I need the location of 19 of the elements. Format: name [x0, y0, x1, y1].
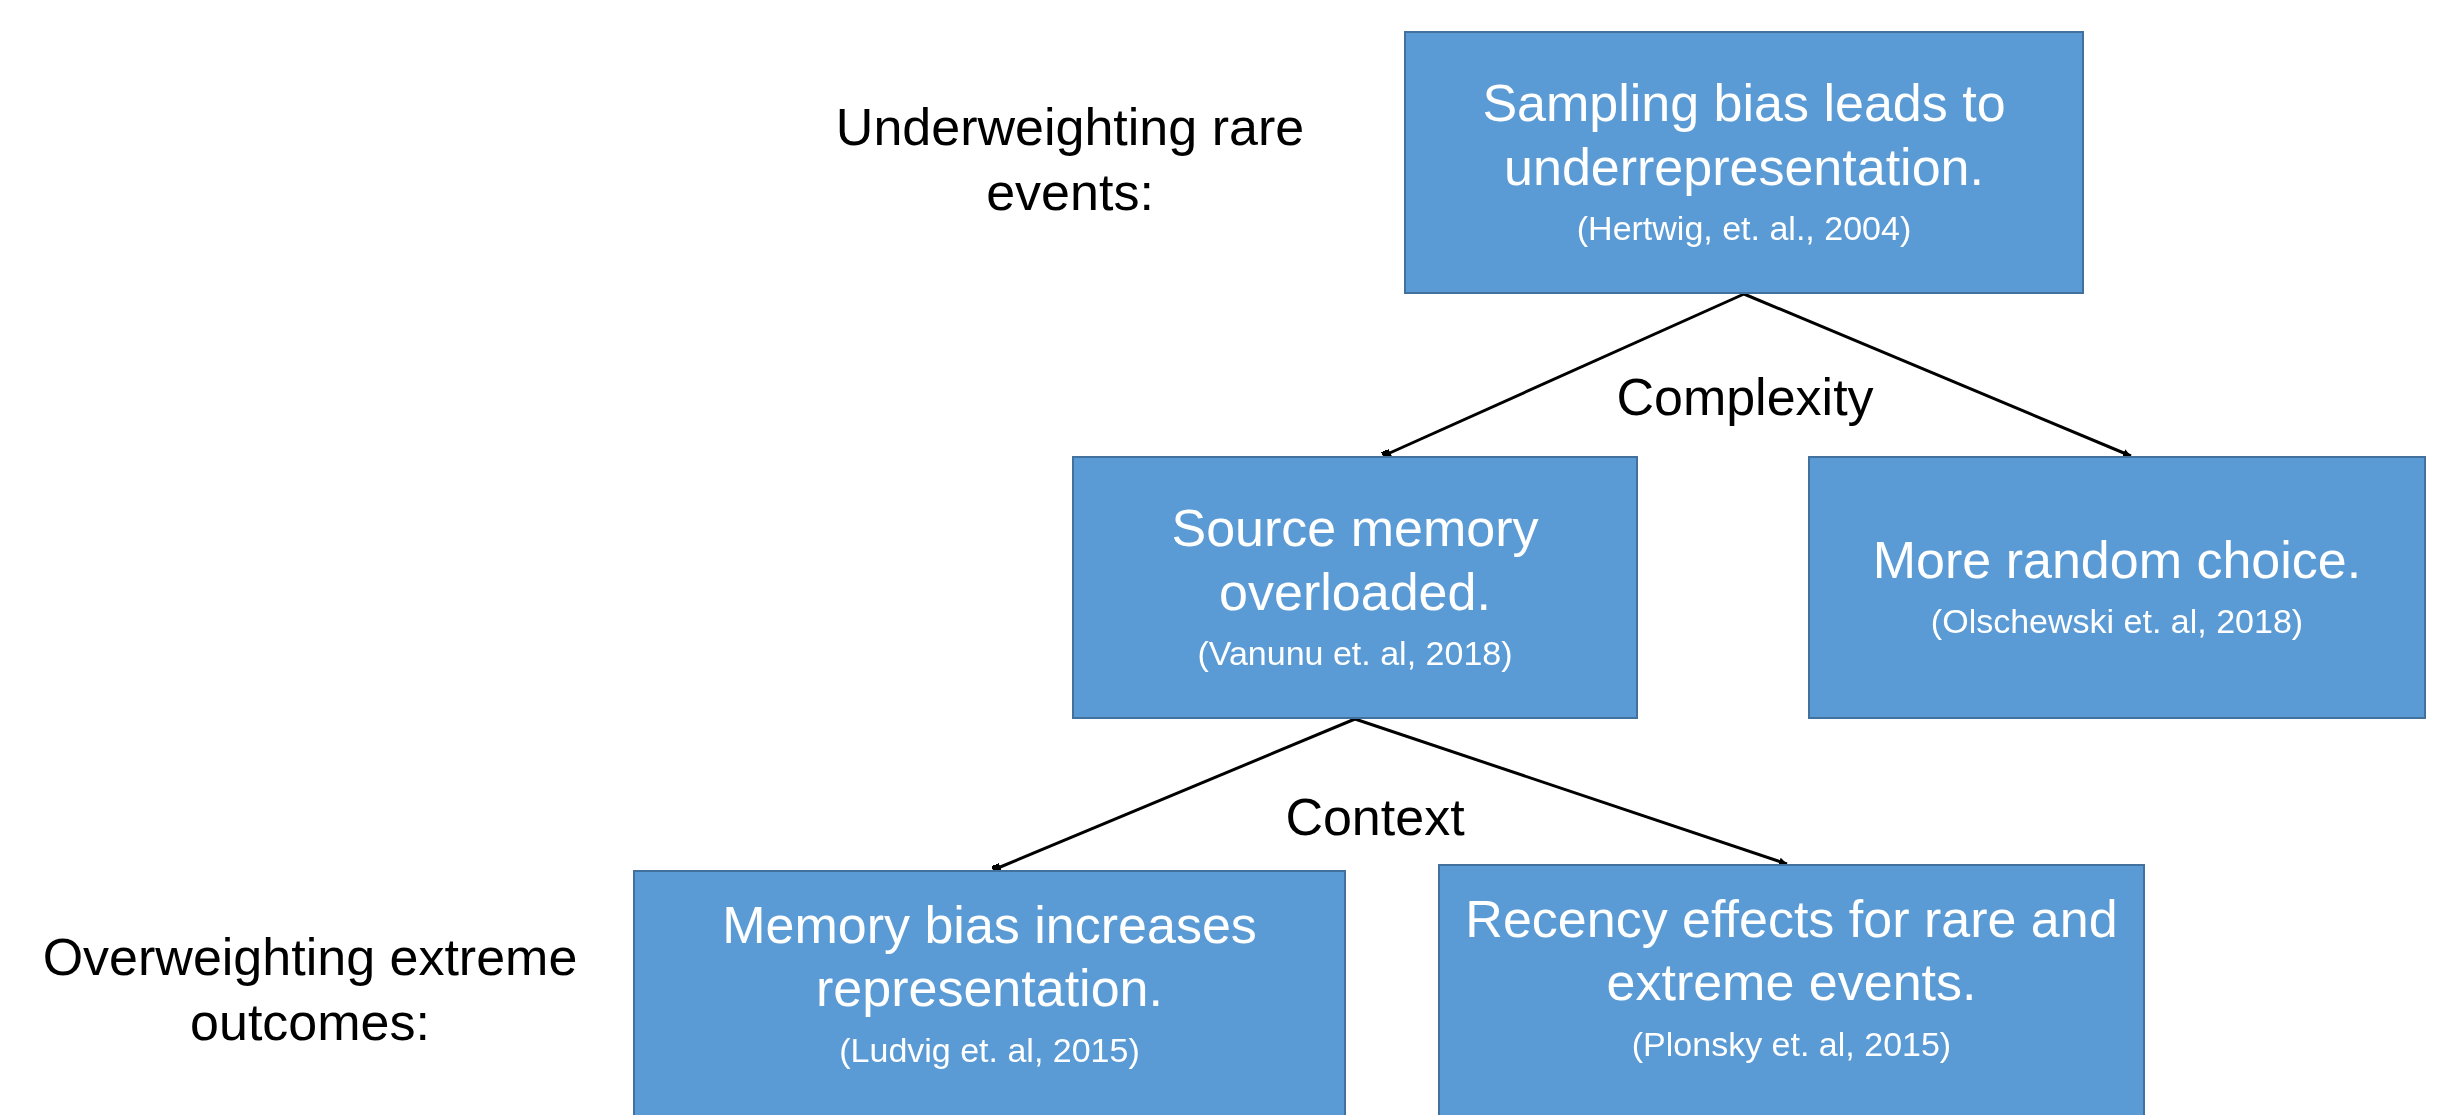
citation: (Hertwig, et. al., 2004): [1576, 208, 1912, 250]
box-text: Sampling bias leads to underrepresentation.: [1481, 73, 2007, 198]
citation: (Plonsky et. al, 2015): [1631, 1023, 1952, 1065]
box-text: More random choice.: [1872, 530, 2362, 591]
citation: (Vanunu et. al, 2018): [1197, 633, 1513, 675]
annotation-text: Overweighting extreme outcomes:: [41, 927, 579, 1053]
citation: (Ludvig et. al, 2015): [839, 1029, 1140, 1071]
annotation-text: Context: [1284, 787, 1466, 848]
process-box: [1438, 864, 2145, 1115]
annotation-text: Complexity: [1615, 367, 1875, 428]
process-box: [633, 870, 1346, 1115]
box-text: Memory bias increases representation.: [721, 895, 1258, 1020]
process-box: [1072, 456, 1638, 719]
box-text: Recency effects for rare and extreme events.: [1464, 889, 2119, 1014]
annotation-text: Underweighting rare events:: [834, 97, 1306, 223]
box-text: Source memory overloaded.: [1170, 498, 1540, 623]
process-box: [1404, 31, 2084, 294]
citation: (Olschewski et. al, 2018): [1930, 601, 2304, 643]
process-box: [1808, 456, 2426, 719]
